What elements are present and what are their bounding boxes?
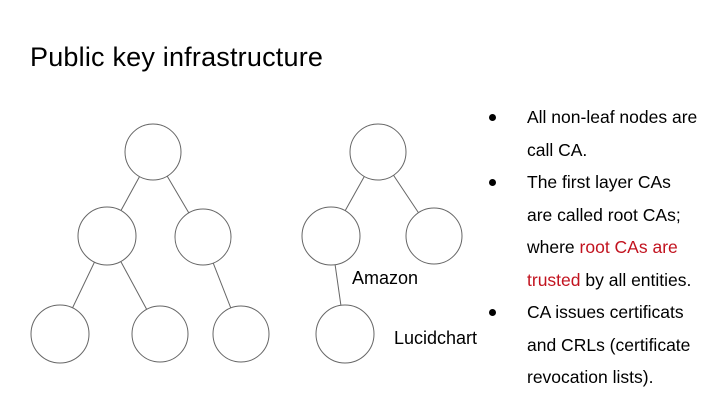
bullet-line: CA issues certificats [527,302,684,322]
slide-title: Public key infrastructure [30,42,324,72]
tree-node-circle [174,208,232,266]
tree-right [301,123,463,364]
tree-node-circle [124,123,182,181]
bullet-line: revocation lists). [527,367,654,387]
bullet-item: The first layer CAs are called root CAs;… [483,166,720,296]
bullet-item: All non-leaf nodes are call CA. [483,101,720,166]
bullet-text: CA issues certificats and CRLs (certific… [527,296,720,394]
bullet-marker-icon [489,114,496,121]
tree-node-circle [212,305,270,363]
bullet-item: CA issues certificats and CRLs (certific… [483,296,720,394]
tree-node-circle [131,305,189,363]
bullet-line: where root CAs are [527,231,720,264]
bullet-line-highlight: trusted [527,269,581,290]
bullet-marker-icon [489,309,496,316]
bullet-line: are called root CAs; [527,204,681,225]
bullet-line: call CA. [527,139,588,160]
bullet-line-text: by all entities. [580,269,692,290]
bullet-marker-icon [489,179,496,186]
bullet-line: All non-leaf nodes are [527,107,698,127]
tree-node-circle [349,123,407,181]
tree-node-circle [30,304,90,364]
tree-node-circle [405,207,463,265]
bullet-text: The first layer CAs are called root CAs;… [527,166,720,296]
label-lucidchart: Lucidchart [394,328,478,348]
tree-node-circle [301,206,361,266]
tree-left [30,123,270,364]
label-amazon: Amazon [352,268,419,288]
bullet-line: The first layer CAs [527,172,671,192]
tree-node-circle [315,304,375,364]
bullet-text: All non-leaf nodes are call CA. [527,101,720,166]
bullet-line: trusted by all entities. [527,264,720,297]
bullet-line-highlight: root CAs are [579,237,678,257]
tree-node-circle [77,206,137,266]
bullet-line: and CRLs (certificate [527,334,691,355]
bullet-line-text: where [527,237,580,257]
bullet-list: All non-leaf nodes are call CA. The firs… [483,101,720,394]
